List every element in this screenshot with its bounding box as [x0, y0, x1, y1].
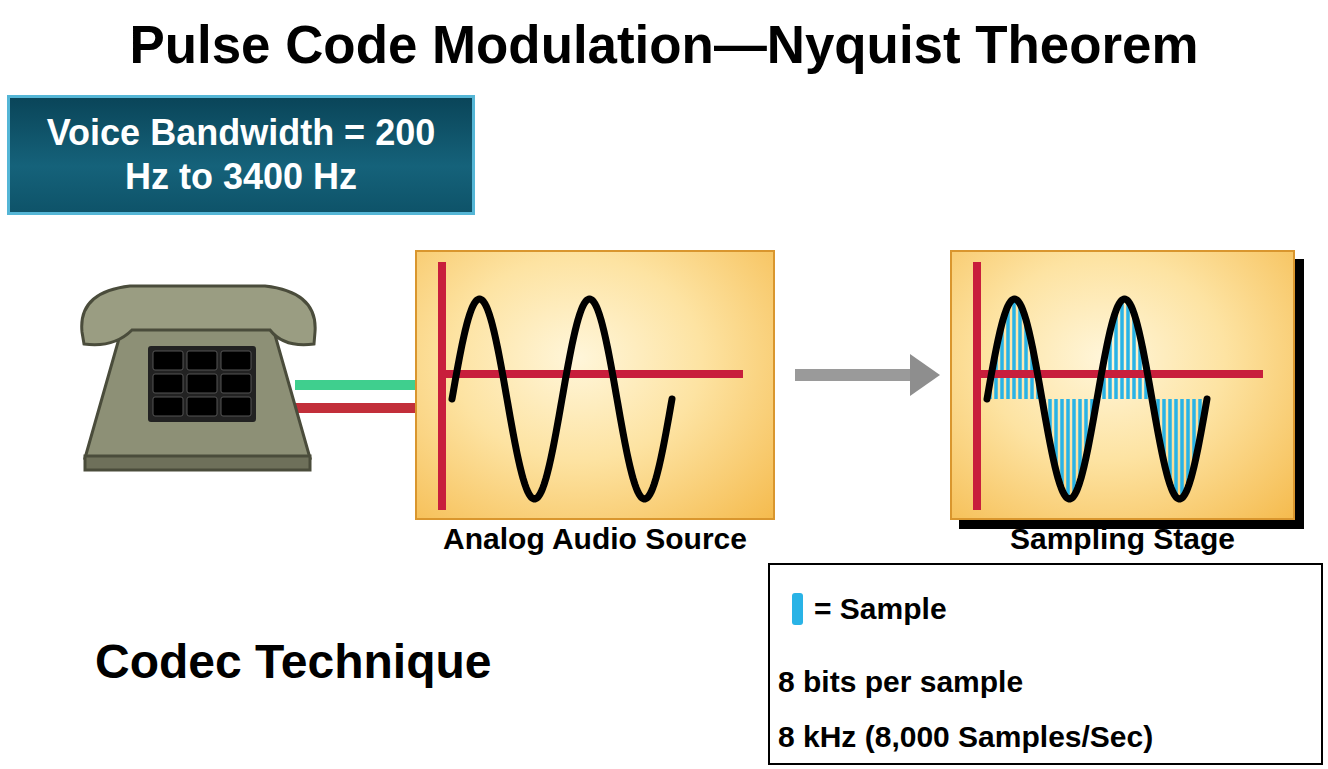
- keypad-key: [187, 374, 217, 393]
- sample-line: [1072, 399, 1076, 496]
- vertical-axis: [438, 262, 446, 510]
- diagram-title: Pulse Code Modulation—Nyquist Theorem: [0, 14, 1328, 75]
- arrow-head: [910, 354, 940, 396]
- sine-wave: [987, 299, 1207, 499]
- analog-wave-illustration: [417, 252, 773, 518]
- panel-label: Sampling Stage: [1010, 522, 1235, 556]
- sample-line: [1066, 399, 1070, 499]
- sample-line: [1126, 301, 1130, 399]
- telephone-illustration: [70, 270, 430, 490]
- sample-line: [1180, 399, 1184, 498]
- legend-text: = Sample: [814, 592, 947, 626]
- keypad-key: [153, 351, 183, 370]
- keypad-key: [187, 397, 217, 416]
- keypad-key: [187, 351, 217, 370]
- keypad-key: [221, 397, 251, 416]
- arrow-shaft: [795, 369, 912, 381]
- sample-line: [1006, 306, 1010, 399]
- legend-box: 8 bits per sample 8 kHz (8,000 Samples/Se…: [768, 563, 1323, 765]
- sample-line: [1012, 299, 1016, 399]
- spec-text: 8 bits per sample: [778, 665, 1023, 699]
- sample-line: [1174, 399, 1178, 497]
- keypad-key: [221, 351, 251, 370]
- bandwidth-text: Voice Bandwidth = 200 Hz to 3400 Hz: [10, 111, 472, 199]
- red-wire: [295, 403, 418, 413]
- signal-panel: Analog Audio Source: [415, 250, 775, 520]
- sample-line: [1120, 300, 1124, 399]
- horizontal-axis: [973, 370, 1263, 378]
- keypad: [148, 346, 256, 422]
- caption-label: Codec Technique: [95, 634, 492, 689]
- signal-panel: Sampling Stage: [950, 250, 1295, 520]
- flow-arrow: [795, 354, 940, 396]
- sample-line: [1018, 304, 1022, 399]
- phone-handset: [82, 286, 315, 345]
- phone-base: [85, 456, 310, 470]
- vertical-axis: [973, 262, 981, 510]
- spec-text: 8 kHz (8,000 Samples/Sec): [778, 720, 1153, 754]
- panel-label: Analog Audio Source: [443, 522, 747, 556]
- keypad-key: [153, 397, 183, 416]
- keypad-key: [153, 374, 183, 393]
- legend-swatch: [792, 593, 803, 625]
- phone-body: [85, 328, 310, 458]
- horizontal-axis: [438, 370, 743, 378]
- green-wire: [295, 380, 418, 390]
- keypad-key: [221, 374, 251, 393]
- sine-wave: [452, 299, 672, 499]
- bandwidth-box: Voice Bandwidth = 200 Hz to 3400 Hz: [7, 95, 475, 215]
- keypad-keys: [153, 351, 251, 416]
- sampled-wave-illustration: [952, 252, 1293, 518]
